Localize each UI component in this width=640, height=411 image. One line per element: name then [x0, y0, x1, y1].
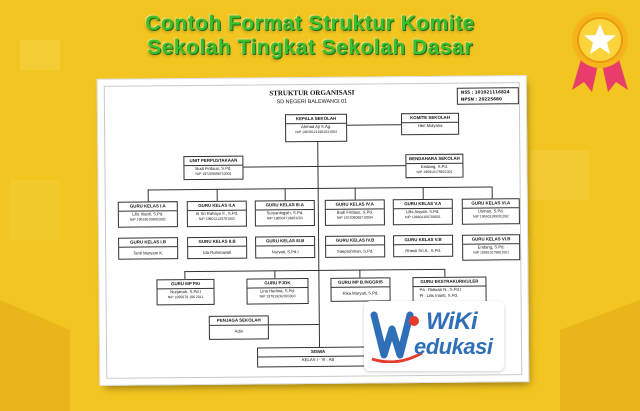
- logo-w-icon: [370, 311, 423, 363]
- logo-text-edukasi: edukasi: [414, 334, 493, 359]
- logo-text-wiki: WiKi: [426, 308, 478, 335]
- star-badge-icon: [572, 12, 628, 92]
- connector-line: [147, 186, 492, 191]
- box-guru-kelas: GURU KELAS V.A Lilis Aisyah, S.Pd. NIP 1…: [392, 198, 453, 226]
- connector-line: [346, 124, 402, 126]
- school-id-box: NSS : 101021116824 NPSN : 20225680: [456, 87, 519, 105]
- box-guru-kelas: GURU KELAS IV.B Saeprohman, S.Pd.: [325, 235, 386, 258]
- box-guru-kelas: GURU KELAS II.B Ida Rohmawati: [187, 236, 248, 260]
- wiki-edukasi-logo: WiKi edukasi: [364, 301, 504, 371]
- headline-line-1: Contoh Format Struktur Komite: [145, 12, 475, 35]
- npsn-text: NPSN : 20225680: [460, 96, 502, 102]
- box-guru-kelas: GURU KELAS VI.A Usman, S.Pd. NIP 1965011…: [461, 198, 520, 225]
- connector-line: [184, 268, 445, 272]
- box-guru-mp-pai: GURU MP PAI Nurjanah, S.Pd.I NIP 1090079…: [156, 278, 215, 306]
- box-guru-kelas: GURU KELAS VI.B Endang, S.Pd. NIP 196910…: [462, 234, 521, 261]
- connector-line: [241, 165, 408, 168]
- box-guru-mp-inggris: GURU MP B.INGGRIS Rika Maryati, S.Pd.: [330, 277, 391, 302]
- box-bendahara-sekolah: BENDAHARA SEKOLAH Endang, S.Pd. NIP 1969…: [405, 153, 464, 179]
- box-komite-sekolah: KOMITE SEKOLAH Heri Mulyana: [400, 112, 460, 136]
- box-guru-kelas: GURU KELAS II.A Ai Sri Rahayu F., S.Pd. …: [186, 200, 247, 228]
- box-guru-kelas: GURU KELAS III.B Nuryati, S.Pd.I: [255, 235, 316, 259]
- box-guru-kelas: GURU KELAS III.A Suryaningsih, S.Pd. NIP…: [254, 199, 315, 227]
- box-guru-kelas: GURU KELAS V.B Rhesti Sri A., S.Pd.: [393, 234, 454, 258]
- box-guru-kelas: GURU KELAS I.B Tanti Maryam K.: [118, 237, 179, 260]
- box-guru-kelas: GURU KELAS I.A Lilis Irianti, S.Pd. NIP …: [117, 201, 178, 228]
- box-kepala-sekolah: KEPALA SEKOLAH Ahmad Aji S.Ag. NIP 19630…: [284, 113, 348, 143]
- headline-line-2: Sekolah Tingkat Sekolah Dasar: [147, 36, 473, 59]
- box-guru-ekstrakurikuler: GURU EKSTRAKURIKULER Pa : Ridwan N., S.P…: [412, 276, 487, 304]
- box-guru-pjok: GURU PJOK Lina Herlina, S.Pd. NIP 197919…: [246, 278, 309, 305]
- box-penjaga-sekolah: PENJAGA SEKOLAH Adin: [208, 315, 269, 340]
- box-guru-kelas: GURU KELAS IV.A Budi Firdaus, S.Pd. NIP …: [324, 199, 385, 226]
- box-siswa: SISWA KELAS I - VI . AB: [257, 346, 380, 368]
- box-unit-perpustakaan: UNIT PERPUSTAKAAN Budi Firdaus, S.Pd. NI…: [183, 155, 244, 181]
